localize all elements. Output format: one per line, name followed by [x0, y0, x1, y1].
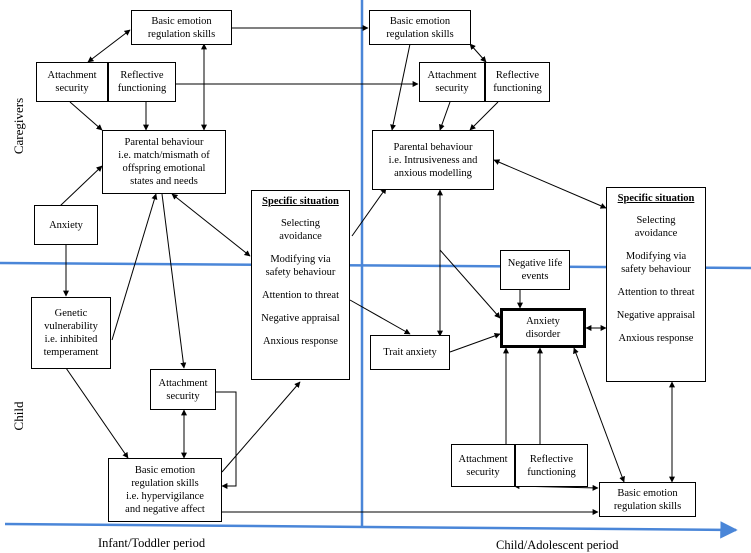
infant-period-label: Infant/Toddler period	[98, 536, 206, 550]
caregivers-label: Caregivers	[11, 97, 26, 155]
arrows	[59, 25, 675, 515]
left-specific-item: Negative appraisal	[261, 313, 340, 324]
right-reflective-box: Reflective functioning	[485, 62, 550, 102]
right-child-attachment-box: Attachment security	[451, 444, 515, 487]
left-reflective-box: Reflective functioning	[108, 62, 176, 102]
left-parental-behaviour-box: Parental behaviour i.e. match/mismath of…	[102, 130, 226, 194]
right-specific-item: Attention to threat	[617, 287, 695, 298]
right-child-reflective-box: Reflective functioning	[515, 444, 588, 487]
left-specific-item: Attention to threat	[262, 290, 339, 301]
right-specific-item: Selecting avoidance	[634, 215, 678, 239]
left-child-basic-emotion-box: Basic emotion regulation skills i.e. hyp…	[108, 458, 222, 522]
child-period-label: Child/Adolescent period	[496, 538, 619, 552]
right-specific-heading: Specific situation	[617, 193, 695, 204]
left-anxiety-box: Anxiety	[34, 205, 98, 245]
trait-anxiety-box: Trait anxiety	[370, 335, 450, 370]
negative-life-events-box: Negative life events	[500, 250, 570, 290]
left-specific-item: Modifying via safety behaviour	[265, 254, 336, 278]
right-parental-behaviour-box: Parental behaviour i.e. Intrusiveness an…	[372, 130, 494, 190]
right-basic-emotion-box: Basic emotion regulation skills	[369, 10, 471, 45]
right-specific-situation-box: Specific situation Selecting avoidance M…	[606, 187, 706, 382]
left-specific-item: Selecting avoidance	[279, 218, 322, 242]
right-specific-item: Negative appraisal	[616, 310, 696, 321]
left-specific-heading: Specific situation	[262, 196, 339, 207]
right-child-basic-emotion-box: Basic emotion regulation skills	[599, 482, 696, 517]
left-specific-item: Anxious response	[263, 336, 338, 347]
left-genetic-vulnerability-box: Genetic vulnerability i.e. inhibited tem…	[31, 297, 111, 369]
left-basic-emotion-box: Basic emotion regulation skills	[131, 10, 232, 45]
right-specific-item: Modifying via safety behaviour	[621, 251, 691, 275]
right-attachment-box: Attachment security	[419, 62, 485, 102]
left-attachment-box: Attachment security	[36, 62, 108, 102]
anxiety-disorder-box: Anxiety disorder	[500, 308, 586, 348]
left-specific-situation-box: Specific situation Selecting avoidance M…	[251, 190, 350, 380]
time-axis-arrow	[4, 521, 738, 539]
right-specific-item: Anxious response	[618, 333, 694, 344]
child-label: Child	[11, 401, 26, 431]
left-child-attachment-box: Attachment security	[150, 369, 216, 410]
